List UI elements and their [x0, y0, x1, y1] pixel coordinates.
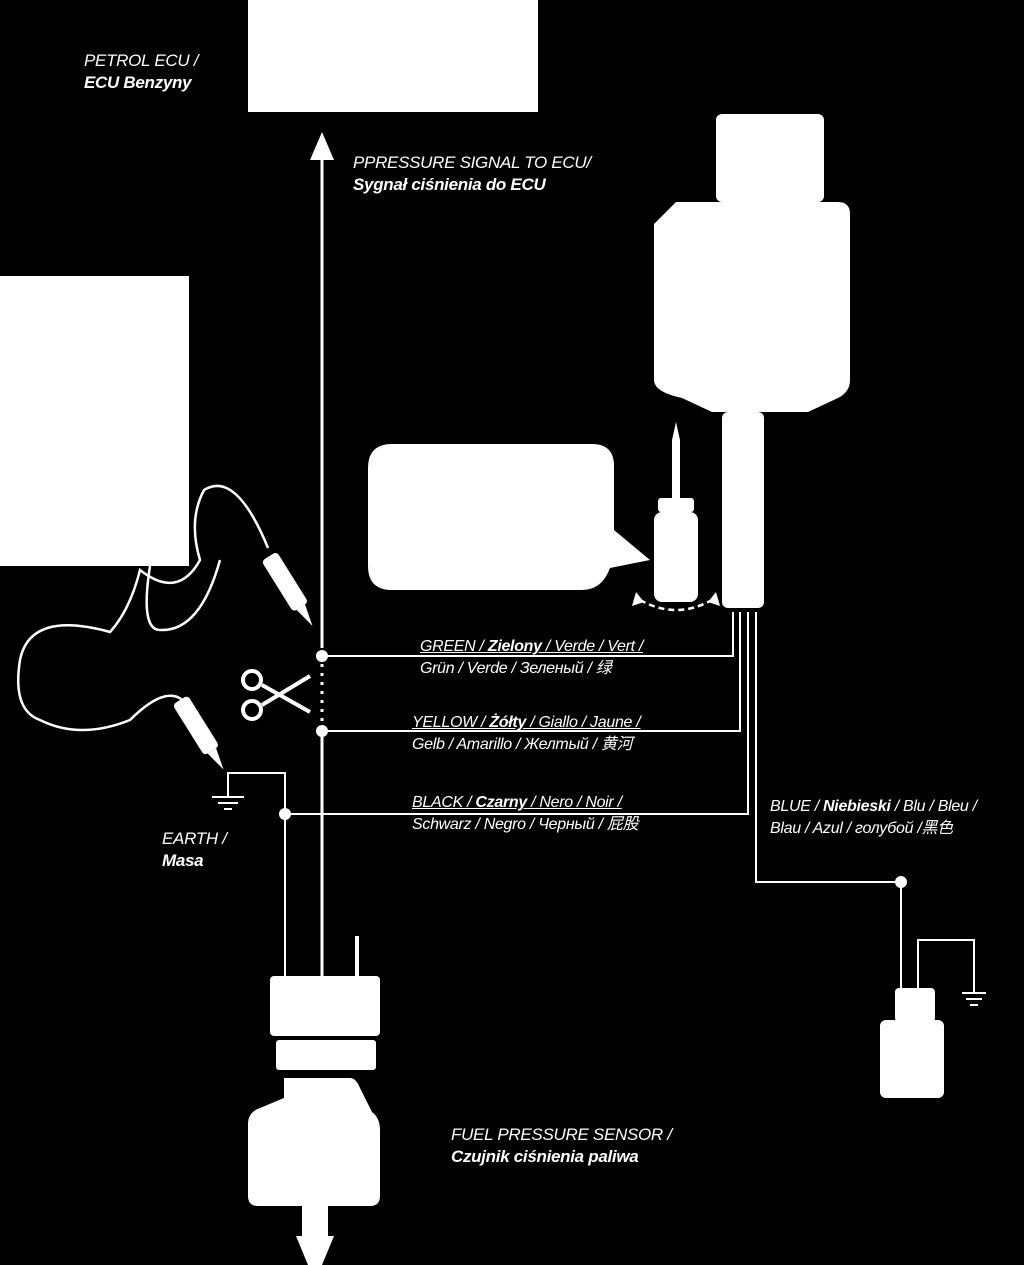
ground-icon-right [962, 992, 986, 1006]
blue-wire-en: BLUE / [770, 798, 824, 815]
blue-wire-component [880, 988, 944, 1098]
fuel-pressure-sensor [248, 936, 380, 1265]
yellow-wire-line2: Gelb / Amarillo / Желтый / 黄河 [412, 736, 633, 753]
multimeter-probe-icon-2 [173, 696, 224, 770]
green-wire-en: GREEN / [420, 638, 488, 655]
petrol-ecu-box [248, 0, 538, 112]
petrol-ecu-label-pl: ECU Benzyny [84, 73, 192, 92]
multimeter-probe-icon [262, 553, 313, 626]
screwdriver-icon [654, 422, 698, 602]
blue-wire-pl: Niebieski [823, 798, 891, 815]
ground-wire-right [917, 939, 975, 992]
yellow-wire-rest: / Giallo / Jaune / [526, 714, 641, 731]
pressure-regulator [654, 114, 850, 608]
black-wire-label: BLACK / Czarny / Nero / Noir / Schwarz /… [412, 792, 639, 836]
blue-wire [755, 612, 902, 990]
rotate-arrows-icon [632, 592, 720, 612]
pressure-signal-label-en: PPRESSURE SIGNAL TO ECU/ [353, 153, 591, 172]
yellow-wire-pl: Żółty [489, 714, 527, 731]
scissors-icon [241, 669, 312, 721]
blue-wire-rest: / Blu / Bleu / [890, 798, 977, 815]
earth-label: EARTH / Masa [162, 828, 227, 872]
black-wire-line2: Schwarz / Negro / Черный / 屁股 [412, 816, 639, 833]
black-wire-en: BLACK / [412, 794, 476, 811]
blue-wire-line2: Blau / Azul / голубой /黑色 [770, 820, 953, 837]
petrol-ecu-label: PETROL ECU / ECU Benzyny [84, 50, 198, 94]
fuel-sensor-label: FUEL PRESSURE SENSOR / Czujnik ciśnienia… [451, 1124, 672, 1168]
yellow-wire-en: YELLOW / [412, 714, 490, 731]
blue-wire-label: BLUE / Niebieski / Blu / Bleu / Blau / A… [770, 796, 977, 840]
black-wire [285, 612, 749, 815]
green-wire-label: GREEN / Zielony / Verde / Vert / Grün / … [420, 636, 643, 680]
fuel-sensor-label-en: FUEL PRESSURE SENSOR / [451, 1125, 672, 1144]
green-wire-line2: Grün / Verde / Зеленый / 绿 [420, 660, 612, 677]
earth-label-en: EARTH / [162, 829, 227, 848]
earth-label-pl: Masa [162, 851, 204, 870]
black-wire-rest: / Nero / Noir / [526, 794, 622, 811]
probe-leads [16, 484, 270, 732]
yellow-wire [322, 612, 741, 732]
signal-arrow [310, 132, 334, 648]
green-wire-rest: / Verde / Vert / [541, 638, 644, 655]
petrol-ecu-label-en: PETROL ECU / [84, 51, 199, 70]
pressure-signal-label-pl: Sygnał ciśnienia do ECU [353, 175, 546, 194]
earth-wire [227, 772, 286, 978]
pressure-signal-label: PPRESSURE SIGNAL TO ECU/ Sygnał ciśnieni… [353, 152, 591, 196]
speech-bubble [368, 444, 650, 590]
black-wire-pl: Czarny [475, 794, 527, 811]
yellow-wire-label: YELLOW / Żółty / Giallo / Jaune / Gelb /… [412, 712, 641, 756]
ground-icon [212, 796, 244, 810]
green-wire-pl: Zielony [487, 638, 542, 655]
green-wire [322, 612, 734, 657]
fuel-sensor-label-pl: Czujnik ciśnienia paliwa [451, 1147, 639, 1166]
multimeter-box [0, 276, 189, 566]
